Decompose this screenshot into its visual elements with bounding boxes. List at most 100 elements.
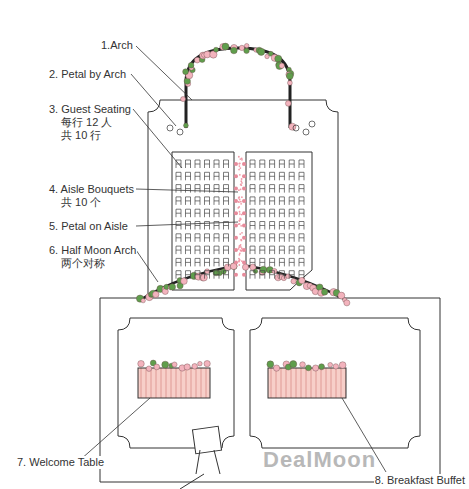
aisle-petal (239, 167, 241, 169)
seating-block (172, 152, 234, 290)
chair (250, 172, 255, 180)
flower (258, 48, 265, 55)
aisle-petal (241, 214, 243, 216)
chair (176, 258, 181, 266)
chair (289, 160, 294, 168)
chair (299, 185, 304, 193)
aisle-petal (239, 163, 241, 165)
half-moon-arch (248, 266, 346, 300)
chair (214, 197, 219, 205)
chair (186, 185, 191, 193)
chair (186, 271, 191, 279)
flower (300, 362, 306, 368)
chair (250, 222, 255, 230)
chair (224, 271, 229, 279)
aisle-bouquet (234, 236, 238, 240)
flower (279, 63, 284, 68)
callout-label: 7. Welcome Table (16, 456, 105, 469)
flower (198, 361, 203, 366)
welcome-table (138, 368, 210, 398)
chair (176, 209, 181, 217)
aisle-petal (240, 184, 242, 186)
flower (290, 361, 297, 368)
flower (289, 123, 296, 130)
flower (328, 362, 333, 367)
aisle-bouquet (234, 162, 238, 166)
leader-line (136, 189, 238, 192)
aisle-petal (238, 264, 240, 266)
flower (222, 43, 229, 50)
chair (270, 234, 275, 242)
aisle-petal (238, 156, 240, 158)
aisle-bouquet (234, 260, 238, 264)
chair (176, 172, 181, 180)
chair (214, 271, 219, 279)
chair (186, 209, 191, 217)
watermark: DealMoon (262, 447, 377, 473)
aisle-petal (239, 259, 241, 261)
flower (141, 298, 145, 302)
flower (188, 62, 194, 68)
aisle-bouquet (234, 211, 238, 215)
chair (195, 185, 200, 193)
callout-label: 两个对称 (60, 257, 106, 270)
chair (279, 209, 284, 217)
flower (260, 266, 267, 273)
chair (260, 185, 265, 193)
chair (289, 209, 294, 217)
aisle-petal (238, 201, 240, 203)
leader-line (136, 46, 192, 100)
chair (224, 160, 229, 168)
aisle-bouquet (234, 248, 238, 252)
seating-block (246, 152, 312, 290)
chair (214, 172, 219, 180)
flower (287, 80, 292, 85)
chair (279, 197, 284, 205)
flower (339, 362, 346, 369)
aisle-bouquet (234, 199, 238, 203)
chair (195, 197, 200, 205)
flower (319, 365, 324, 370)
callout-label: 3. Guest Seating (48, 103, 132, 116)
chair (224, 172, 229, 180)
chair (260, 234, 265, 242)
chair (270, 209, 275, 217)
chair (270, 271, 275, 279)
leader-line (80, 398, 150, 460)
aisle-petal (238, 223, 240, 225)
aisle-petal (238, 201, 240, 203)
flower (183, 123, 188, 128)
flower (192, 364, 198, 370)
aisle-petal (241, 250, 243, 252)
room-outline (250, 318, 420, 448)
flower (205, 269, 210, 274)
flower (154, 364, 160, 370)
callout-label: 8. Breakfast Buffet (374, 474, 466, 487)
chair (214, 185, 219, 193)
aisle-petal (240, 225, 242, 227)
chair (279, 185, 284, 193)
buffet-table (268, 368, 346, 398)
petal (167, 125, 173, 131)
chair (250, 258, 255, 266)
chair (186, 160, 191, 168)
chair (186, 197, 191, 205)
chair (205, 185, 210, 193)
chair (214, 246, 219, 254)
aisle-petal (240, 180, 242, 182)
aisle-bouquet (242, 162, 246, 166)
chair (250, 197, 255, 205)
chair (186, 172, 191, 180)
flower (214, 47, 219, 52)
aisle-petal (238, 254, 240, 256)
chair (250, 271, 255, 279)
chair (214, 234, 219, 242)
half-moon-arch (140, 266, 236, 300)
chair (205, 271, 210, 279)
callout-label: 2. Petal by Arch (48, 68, 127, 81)
aisle-petal (238, 197, 240, 199)
arch (186, 48, 290, 128)
aisle-petal (239, 233, 241, 235)
petal (293, 125, 299, 131)
flower (172, 362, 177, 367)
